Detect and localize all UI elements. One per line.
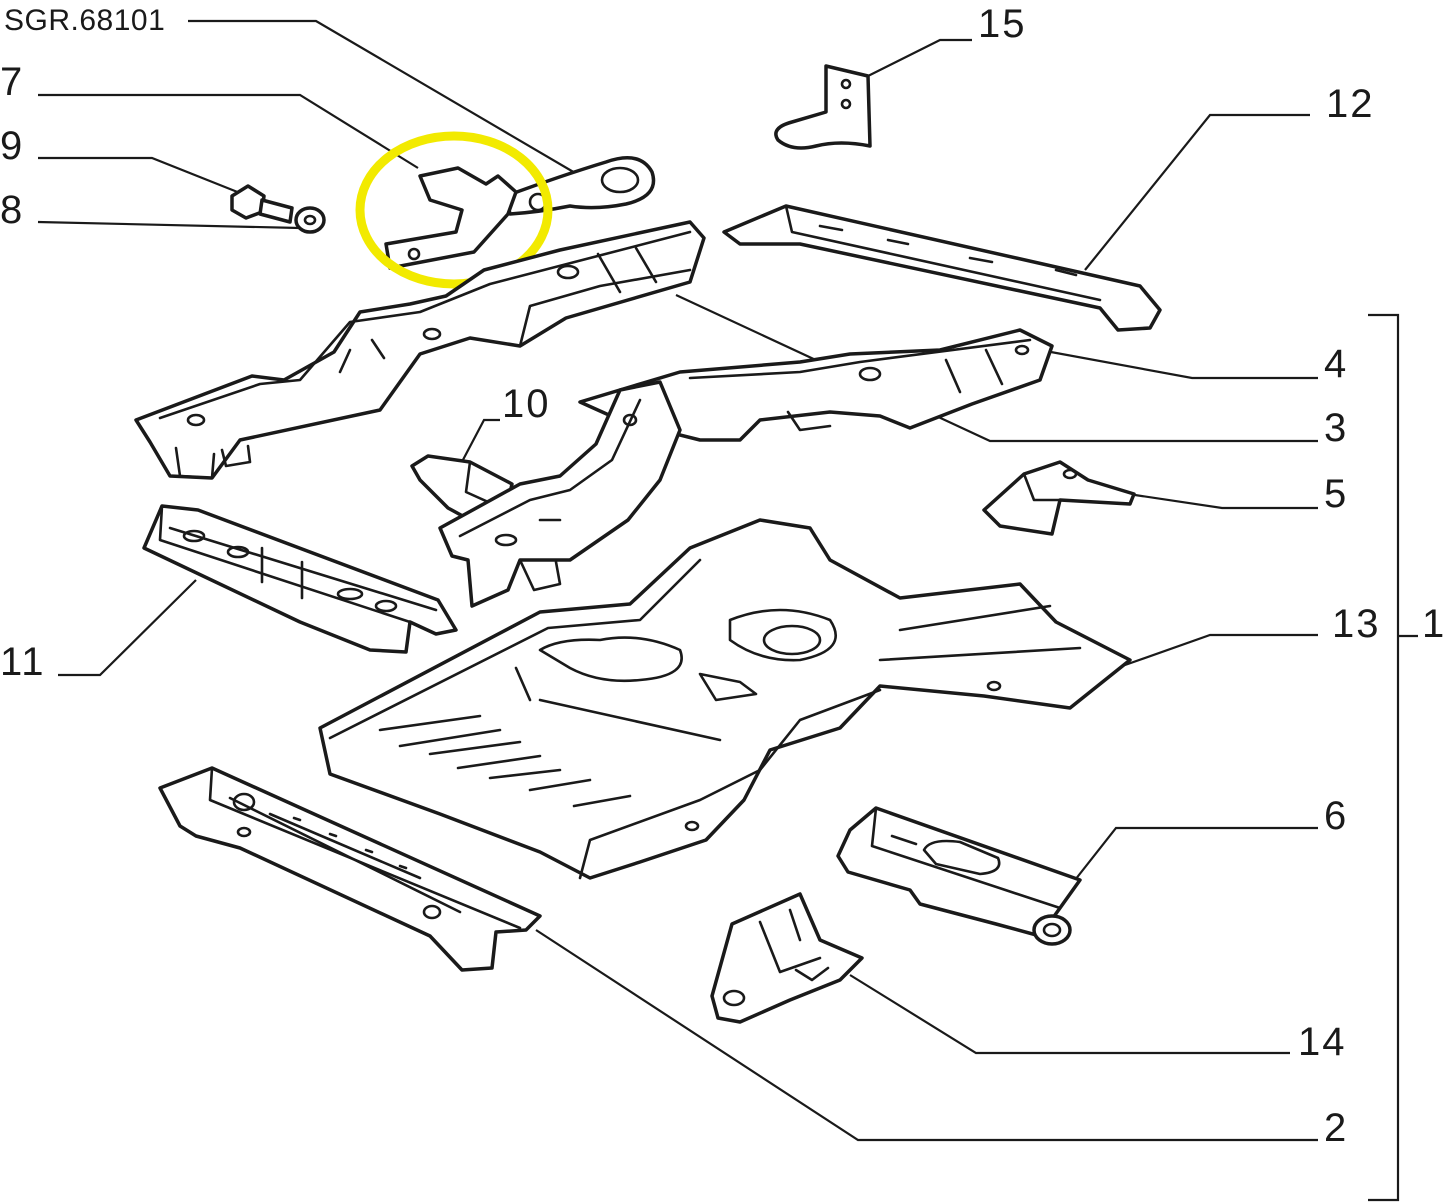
leader-3	[675, 294, 1318, 443]
callout-4: 4	[1324, 342, 1349, 386]
leader-13	[1124, 633, 1318, 667]
callout-13: 13	[1332, 602, 1381, 646]
highlight-circle	[355, 131, 553, 289]
leader-6	[1074, 826, 1318, 881]
leader-5	[1134, 493, 1318, 510]
callout-12: 12	[1326, 82, 1375, 126]
part-12-crossmember	[722, 204, 1162, 332]
part-11-sill	[142, 504, 458, 654]
part-9-bolt	[230, 184, 294, 224]
callout-6: 6	[1324, 794, 1349, 838]
bracket-1	[1368, 313, 1400, 1202]
part-4-right-rail	[578, 328, 1054, 442]
leader-7	[38, 93, 419, 169]
reference-code: SGR.68101	[4, 4, 166, 37]
leader-9	[38, 156, 241, 195]
callout-14: 14	[1298, 1020, 1347, 1064]
leader-15	[863, 38, 972, 79]
callout-8: 8	[0, 188, 25, 232]
callout-11: 11	[0, 640, 46, 684]
callout-15: 15	[978, 2, 1027, 46]
part-7-tow-bracket	[355, 131, 656, 289]
part-13-floor-pan	[318, 518, 1132, 880]
callout-5: 5	[1324, 472, 1349, 516]
leader-lines	[37, 19, 1418, 1202]
leader-10	[454, 418, 500, 476]
leader-8	[37, 220, 301, 230]
callout-3: 3	[1324, 406, 1349, 450]
leader-11	[58, 579, 197, 677]
part-8-washer	[294, 206, 326, 234]
part-5-bracket	[982, 460, 1136, 536]
part-14-reinforcement	[710, 892, 864, 1024]
leader-14	[849, 974, 1290, 1055]
part-15-hook	[774, 64, 872, 150]
callout-9: 9	[0, 124, 25, 168]
callout-1: 1	[1422, 602, 1445, 646]
leader-12	[1084, 113, 1310, 271]
part-2-inner-sill	[158, 766, 542, 972]
part-center-rail	[438, 380, 682, 608]
leader-2	[535, 929, 1318, 1142]
callout-10: 10	[502, 382, 551, 426]
leader-ref	[188, 19, 583, 178]
part-6-rear-plate	[836, 806, 1082, 946]
part-3-left-rail	[134, 220, 706, 480]
leader-4	[1039, 348, 1318, 380]
callout-2: 2	[1324, 1106, 1349, 1150]
callout-7: 7	[0, 60, 25, 104]
